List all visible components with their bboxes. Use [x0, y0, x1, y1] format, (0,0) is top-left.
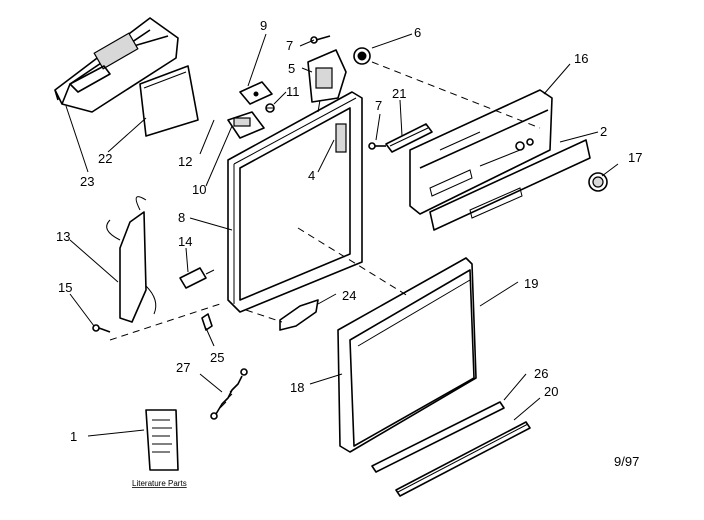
leader-line: [309, 373, 343, 385]
date-code: 9/97: [614, 454, 639, 469]
leader-line: [273, 91, 287, 105]
callout-7-top: 7: [286, 38, 293, 53]
callout-11: 11: [286, 84, 300, 99]
leader-line: [205, 125, 233, 187]
leader-line: [301, 67, 313, 73]
part-1-literature: [145, 409, 179, 471]
part-7-screw-right: [368, 142, 386, 150]
callout-25: 25: [210, 350, 224, 365]
callout-5: 5: [288, 61, 295, 76]
leader-line: [299, 39, 315, 47]
callout-24: 24: [342, 288, 356, 303]
leader-line: [317, 139, 335, 173]
leader-line: [189, 217, 233, 231]
assembly-line: [371, 61, 541, 129]
leader-line: [513, 397, 541, 421]
leader-line: [543, 63, 571, 95]
leader-line: [399, 99, 403, 137]
callout-1: 1: [70, 429, 77, 444]
part-4-latch-strike: [335, 123, 347, 153]
leader-line: [601, 163, 619, 177]
leader-line: [503, 373, 527, 401]
callout-6: 6: [414, 25, 421, 40]
callout-17: 17: [628, 150, 642, 165]
part-11-screw: [265, 103, 275, 113]
part-6-knob: [353, 47, 371, 65]
callout-16: 16: [574, 51, 588, 66]
leader-line: [317, 293, 337, 305]
part-15-screw: [92, 324, 111, 333]
callout-26: 26: [534, 366, 548, 381]
part-14-connector: [179, 267, 215, 289]
callout-23: 23: [80, 174, 94, 189]
part-9-latch-bracket: [239, 81, 273, 105]
callout-12: 12: [178, 154, 192, 169]
part-13-wire-harness: [106, 196, 157, 323]
callout-13: 13: [56, 229, 70, 244]
callout-20: 20: [544, 384, 558, 399]
part-27-spring: [210, 368, 248, 420]
part-20-trim-strip: [395, 421, 531, 497]
callout-10: 10: [192, 182, 206, 197]
callout-9: 9: [260, 18, 267, 33]
part-21-control-board: [385, 123, 433, 153]
part-26-trim-strip: [371, 401, 505, 473]
callout-8: 8: [178, 210, 185, 225]
part-2-panel-insert: [429, 139, 591, 231]
callout-18: 18: [290, 380, 304, 395]
part-17-knob: [588, 172, 608, 192]
callout-21: 21: [392, 86, 406, 101]
leader-line: [87, 429, 145, 437]
callout-4: 4: [308, 168, 315, 183]
assembly-line: [297, 227, 409, 297]
leader-line: [247, 33, 267, 87]
leader-line: [559, 131, 599, 143]
leader-line: [69, 239, 119, 283]
part-24-clip: [279, 299, 319, 331]
leader-line: [65, 105, 89, 173]
leader-line: [371, 33, 413, 49]
part-7-screw-top: [310, 35, 331, 44]
part-23-vent-assembly: [54, 17, 179, 113]
leader-line: [375, 113, 381, 141]
part-16-control-panel: [409, 89, 553, 215]
leader-line: [185, 247, 189, 273]
part-5-switch-assembly: [307, 49, 347, 113]
part-8-door-frame: [227, 91, 363, 313]
assembly-line: [245, 309, 283, 323]
part-19-door-panel: [337, 257, 477, 453]
leader-line: [107, 117, 147, 153]
assembly-line: [109, 303, 221, 341]
callout-2: 2: [600, 124, 607, 139]
callout-14: 14: [178, 234, 192, 249]
part-25-clip: [201, 313, 213, 331]
leader-line: [205, 327, 215, 347]
callout-27: 27: [176, 360, 190, 375]
leader-line: [199, 373, 223, 393]
callout-22: 22: [98, 151, 112, 166]
part-18-inner-panel: [349, 269, 475, 447]
callout-7-right: 7: [375, 98, 382, 113]
leader-line: [479, 281, 519, 307]
literature-parts-label: Literature Parts: [132, 479, 187, 488]
leader-line: [69, 293, 95, 327]
leader-line: [199, 119, 215, 155]
callout-19: 19: [524, 276, 538, 291]
part-22-insulation-pad: [139, 65, 199, 137]
callout-15: 15: [58, 280, 72, 295]
part-10-latch-body: [227, 111, 265, 139]
